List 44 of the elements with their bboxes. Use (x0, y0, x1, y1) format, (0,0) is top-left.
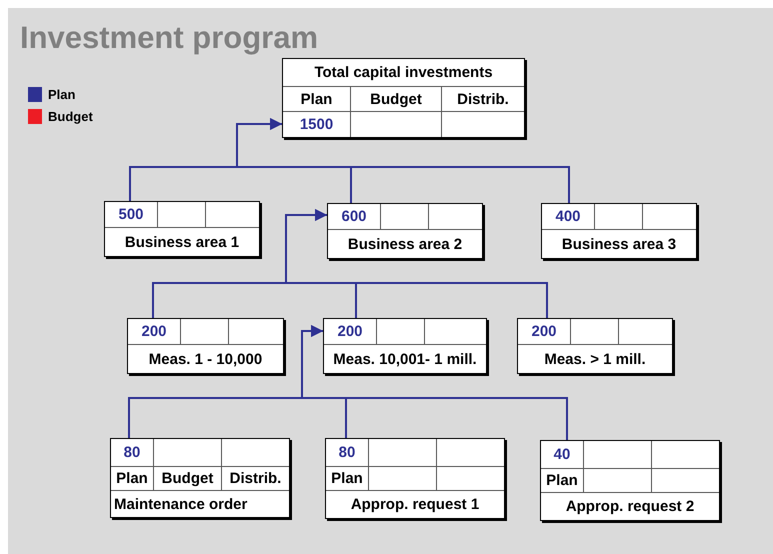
column-header: Distrib. (442, 87, 524, 111)
node-label: Business area 3 (542, 230, 696, 258)
plan-value: 80 (111, 439, 153, 466)
node-label: Meas. 10,001- 1 mill. (324, 345, 486, 373)
plan-value: 200 (128, 319, 180, 344)
node-label: Approp. request 1 (326, 491, 504, 518)
connector-arrow (285, 209, 548, 318)
column-header: Plan (283, 87, 350, 111)
diagram-title: Investment program (20, 20, 318, 56)
table-box (104, 201, 260, 257)
table-box (127, 318, 284, 374)
column-header: Plan (326, 467, 368, 490)
table-box (327, 203, 483, 259)
plan-value: 40 (541, 441, 583, 468)
table-box (323, 318, 487, 374)
legend-label: Plan (48, 87, 76, 102)
table-box (540, 440, 720, 521)
table-box (325, 438, 505, 519)
table-title: Total capital investments (283, 59, 524, 86)
column-header: Distrib. (222, 467, 289, 490)
column-header: Plan (111, 467, 153, 490)
plan-value: 200 (324, 319, 376, 344)
plan-value: 500 (105, 202, 157, 227)
table-box (541, 203, 697, 259)
plan-value: 400 (542, 204, 594, 229)
column-header: Plan (541, 469, 583, 492)
node-label: Meas. > 1 mill. (518, 345, 672, 373)
node-label: Maintenance order (111, 491, 289, 517)
connector-arrow (301, 325, 568, 440)
plan-value: 1500 (283, 112, 350, 137)
table-box (110, 438, 290, 518)
node-label: Meas. 1 - 10,000 (128, 345, 283, 373)
plan-value: 80 (326, 439, 368, 466)
connector-arrow (236, 118, 570, 203)
node-label: Business area 1 (105, 228, 259, 256)
plan-value: 200 (518, 319, 570, 344)
node-label: Approp. request 2 (541, 493, 719, 520)
column-header: Budget (154, 467, 221, 490)
table-box (282, 58, 525, 138)
plan-value: 600 (328, 204, 380, 229)
column-header: Budget (351, 87, 441, 111)
node-label: Business area 2 (328, 230, 482, 258)
table-box (517, 318, 673, 374)
legend-label: Budget (48, 109, 93, 124)
